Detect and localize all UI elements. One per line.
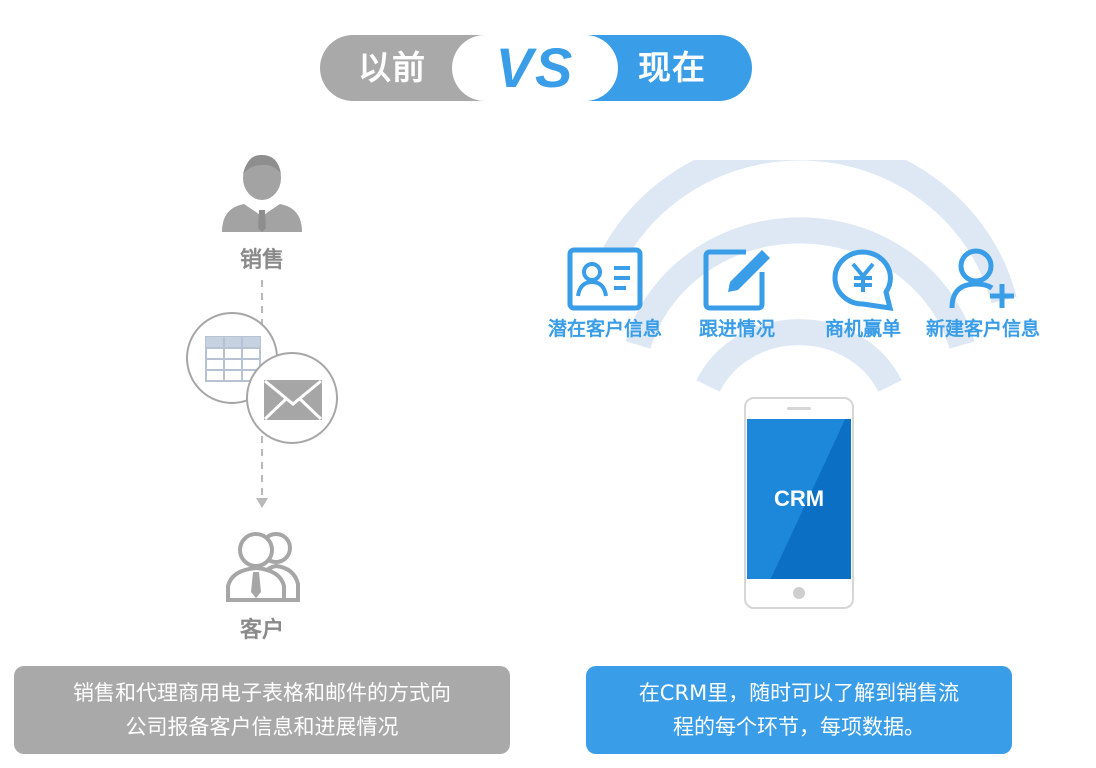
salesperson-icon xyxy=(222,154,302,232)
vs-label: VS xyxy=(495,36,575,99)
customer-label: 客户 xyxy=(239,618,284,643)
feature-label: 跟进情况 xyxy=(698,318,775,340)
now-label: 现在 xyxy=(638,48,706,87)
phone-illustration: CRM xyxy=(744,397,854,609)
add-user-icon xyxy=(949,248,1014,309)
now-caption-line-2: 程的每个环节，每项数据。 xyxy=(673,715,925,739)
customers-icon xyxy=(226,532,300,602)
feature-label: 潜在客户信息 xyxy=(547,318,662,340)
feature-label: 商机赢单 xyxy=(824,318,901,340)
phone-home-button xyxy=(793,587,805,599)
feature-deals: 商机赢单 xyxy=(808,246,918,341)
vs-badge: VS xyxy=(452,35,618,101)
crm-label: CRM xyxy=(773,486,825,511)
feature-leads: 潜在客户信息 xyxy=(540,246,670,341)
contact-card-icon xyxy=(567,247,643,311)
feature-label: 新建客户信息 xyxy=(925,318,1040,340)
edit-note-icon xyxy=(703,249,770,311)
vs-header: 以前 VS 现在 xyxy=(320,35,752,101)
now-caption: 在CRM里，随时可以了解到销售流 程的每个环节，每项数据。 xyxy=(586,666,1012,754)
before-caption-line-1: 销售和代理商用电子表格和邮件的方式向 xyxy=(73,681,451,705)
signal-waves xyxy=(583,160,1017,393)
email-bubble xyxy=(246,352,338,444)
now-caption-line-1: 在CRM里，随时可以了解到销售流 xyxy=(638,681,960,705)
phone-speaker xyxy=(787,407,811,410)
salesperson-label: 销售 xyxy=(239,248,284,273)
envelope-icon xyxy=(264,380,322,420)
before-caption-line-2: 公司报备客户信息和进展情况 xyxy=(125,715,399,739)
yen-chat-icon xyxy=(832,249,894,312)
feature-new-customer: 新建客户信息 xyxy=(918,246,1048,341)
before-label: 以前 xyxy=(358,48,426,87)
spreadsheet-icon xyxy=(205,336,261,382)
before-caption: 销售和代理商用电子表格和邮件的方式向 公司报备客户信息和进展情况 xyxy=(14,666,510,754)
spreadsheet-bubble xyxy=(186,312,278,404)
phone-screen: CRM xyxy=(747,419,851,579)
feature-followup: 跟进情况 xyxy=(682,246,792,341)
